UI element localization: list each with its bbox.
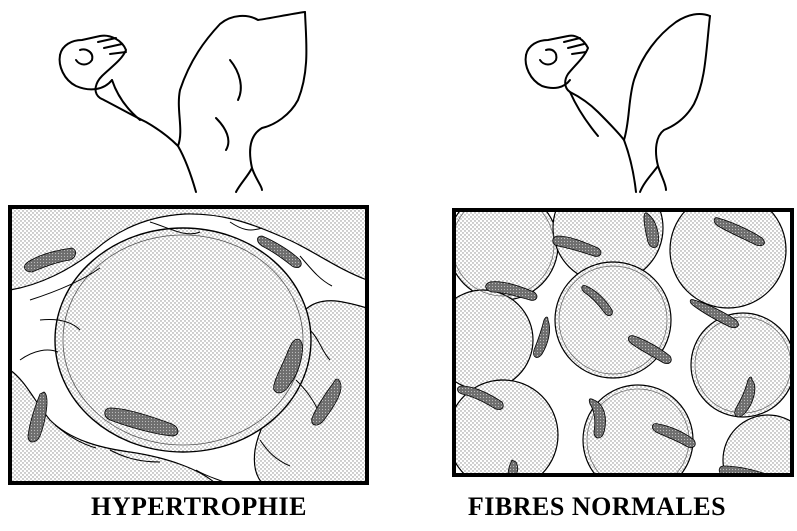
normal-fibers-illustration xyxy=(398,0,796,531)
flexed-arm-muscular-icon xyxy=(60,12,307,192)
flexed-arm-normal-icon xyxy=(526,14,710,192)
normal-fiber-section xyxy=(433,173,796,505)
hypertrophy-illustration xyxy=(0,0,398,531)
hypertrophy-caption: HYPERTROPHIE xyxy=(0,492,398,522)
normal-fibers-caption: FIBRES NORMALES xyxy=(398,492,796,522)
normal-fibers-panel: FIBRES NORMALES xyxy=(398,0,796,531)
hypertrophy-panel: HYPERTROPHIE xyxy=(0,0,398,531)
hypertrophied-fiber-section xyxy=(10,207,367,483)
